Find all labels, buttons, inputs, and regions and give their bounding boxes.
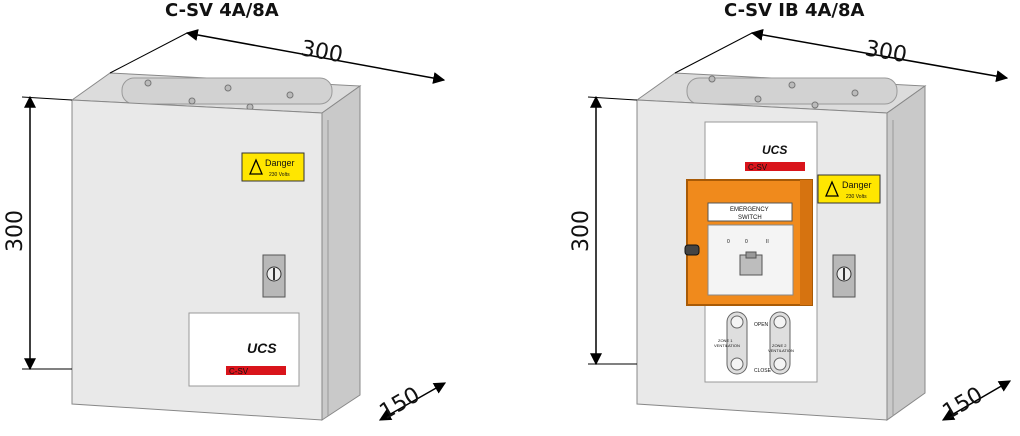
- right-model-strip-text: C-SV: [748, 163, 768, 172]
- right-danger-label: Danger 230 Volts: [817, 174, 881, 204]
- zone2-label-line1: ZONE 2: [772, 343, 787, 348]
- zone2-button[interactable]: [769, 311, 791, 375]
- left-danger-text: Danger: [265, 158, 295, 168]
- left-width-label: 300: [299, 36, 345, 68]
- right-width-dimension: 300: [674, 28, 1009, 83]
- left-unit-title: C-SV 4A/8A: [165, 0, 279, 21]
- left-lock-icon[interactable]: [262, 254, 286, 298]
- left-danger-label: Danger 230 Volts: [241, 152, 305, 182]
- hinge-icon: [684, 244, 700, 256]
- emergency-label-line1: EMERGENCY: [730, 207, 769, 213]
- right-model-strip: [745, 162, 805, 171]
- right-unit-title: C-SV IB 4A/8A: [724, 0, 865, 21]
- left-danger-subtext: 230 Volts: [269, 172, 290, 178]
- emergency-switch-box[interactable]: EMERGENCY SWITCH 0 0 II: [684, 179, 813, 306]
- switch-pos-2: 0: [745, 239, 748, 245]
- zone1-button[interactable]: [726, 311, 748, 375]
- left-logo-text: UCS: [247, 340, 277, 356]
- right-height-label: 300: [569, 210, 594, 252]
- close-label: CLOSE: [754, 368, 772, 374]
- zone2-label-line2: VENTILATION: [768, 348, 794, 353]
- right-lock-icon[interactable]: [832, 254, 856, 298]
- right-logo-text: UCS: [762, 143, 787, 157]
- right-danger-subtext: 230 Volts: [846, 194, 867, 200]
- left-height-dimension: 300: [3, 95, 73, 371]
- emergency-label-line2: SWITCH: [738, 215, 762, 221]
- zone1-label-line1: ZONE 1: [718, 338, 733, 343]
- right-depth-dimension: 150: [939, 380, 1012, 425]
- left-model-strip: [226, 366, 286, 375]
- left-model-strip-text: C-SV: [229, 367, 249, 376]
- left-height-label: 300: [3, 210, 28, 252]
- switch-pos-3: II: [766, 239, 769, 245]
- open-label: OPEN: [754, 322, 769, 328]
- switch-pos-1: 0: [727, 239, 730, 245]
- zone-buttons: OPEN CLOSE ZONE 1 VENTILATION ZONE 2 VEN…: [714, 311, 794, 375]
- right-danger-text: Danger: [842, 180, 872, 190]
- right-height-dimension: 300: [569, 95, 638, 366]
- zone1-label-line2: VENTILATION: [714, 343, 740, 348]
- left-depth-dimension: 150: [376, 382, 447, 425]
- left-nameplate: UCS C-SV: [188, 312, 300, 387]
- right-width-label: 300: [863, 36, 909, 68]
